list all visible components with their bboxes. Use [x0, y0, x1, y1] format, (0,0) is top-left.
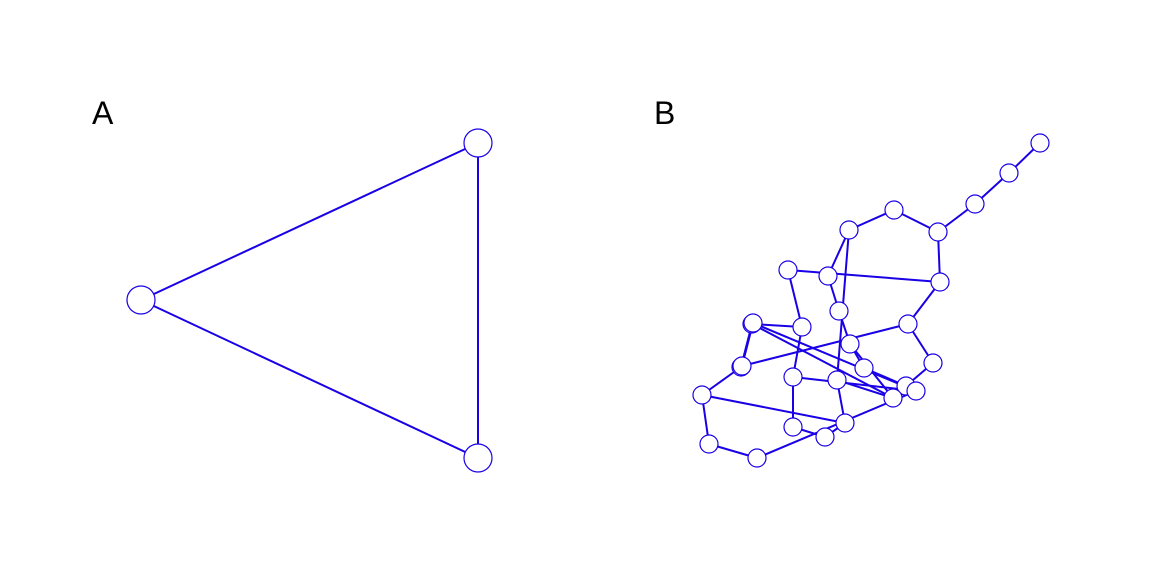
graph-node-b13: [898, 314, 918, 334]
graph-node-a3: [463, 443, 493, 473]
graph-node-b1: [1030, 133, 1050, 153]
graph-edge-b15-b16: [787, 269, 803, 328]
graph-node-a1: [126, 285, 156, 315]
graph-node-b30: [732, 356, 752, 376]
graph-edge-b30-b13: [741, 323, 909, 367]
graph-node-b10: [854, 358, 874, 378]
graph-node-b9: [840, 334, 860, 354]
graph-node-b25: [692, 385, 712, 405]
graph-node-b22: [883, 388, 903, 408]
graph-node-b8: [829, 301, 849, 321]
panel-a-graph: [126, 128, 493, 473]
graph-node-b26: [699, 434, 719, 454]
graph-node-b21: [827, 370, 847, 390]
graph-edge-a3-a1: [140, 299, 479, 459]
graph-node-b17: [783, 367, 803, 387]
graph-node-b28: [906, 381, 926, 401]
graph-edge-b20-b25: [701, 394, 846, 424]
graph-node-b6: [839, 220, 859, 240]
graph-node-b3: [965, 194, 985, 214]
graph-edge-b17-b28: [792, 376, 917, 392]
graph-node-b14: [930, 272, 950, 292]
graph-node-a2: [463, 128, 493, 158]
graph-node-b4: [928, 222, 948, 242]
graph-node-b18: [783, 417, 803, 437]
panel-b-label: B: [654, 95, 675, 131]
graph-edge-a1-a2: [140, 142, 479, 301]
graph-node-b5: [884, 200, 904, 220]
graph-node-b29: [743, 313, 763, 333]
graph-node-b15: [778, 260, 798, 280]
graph-node-b2: [999, 163, 1019, 183]
graph-node-b19: [815, 427, 835, 447]
graph-node-b27: [747, 448, 767, 468]
graph-node-b20: [835, 413, 855, 433]
graph-node-b7: [818, 266, 838, 286]
panel-a-label: A: [92, 95, 114, 131]
graph-edge-b28-b29: [752, 322, 917, 392]
panel-b-graph: [692, 133, 1050, 468]
graph-node-b12: [923, 353, 943, 373]
graph-edge-b14-b15: [787, 269, 941, 283]
graph-node-b16: [792, 317, 812, 337]
